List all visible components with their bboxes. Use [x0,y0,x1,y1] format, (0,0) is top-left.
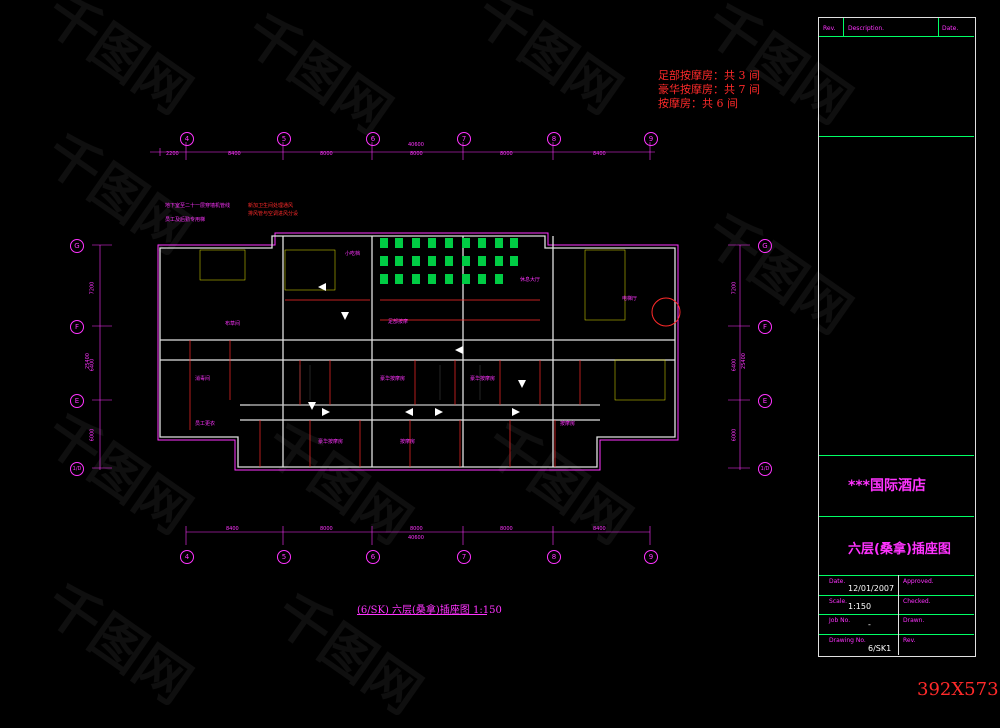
dim-bottom: 8400 [593,526,606,532]
room-label: 小吃档 [345,251,361,257]
tb-drawing-no-value: 6/SK1 [868,644,892,653]
dim-top: 2200 [166,151,179,157]
axis-bubble-right: F [758,320,772,334]
axis-bubble-top: 8 [547,132,561,146]
tb-date-label: Date. [829,578,846,585]
tb-drawing-no-label: Drawing No. [829,637,866,644]
axis-bubble-top: 7 [457,132,471,146]
dim-top: 8000 [410,151,423,157]
axis-bubble-left: 1/D [70,462,84,476]
tb-vline [938,18,939,36]
room-label: 豪华按摩房 [470,376,496,382]
dim-top: 8000 [320,151,333,157]
axis-bubble-left: G [70,239,84,253]
tb-vline [843,18,844,36]
tb-description-label: Description. [848,25,885,32]
tb-scale-label: Scale. [829,598,848,605]
tb-approved-label: Approved. [903,578,934,585]
axis-bubble-top: 9 [644,132,658,146]
tb-date-value: 12/01/2007 [848,584,895,593]
axis-bubble-top: 6 [366,132,380,146]
tb-drawn-label: Drawn. [903,617,925,624]
project-name: ***国际酒店 [848,478,926,494]
axis-bubble-bottom: 8 [547,550,561,564]
room-label: 休息大厅 [520,277,541,283]
dim-left: 7200 [89,281,96,295]
dim-bottom: 8000 [320,526,333,532]
tb-job-label: Job No. [829,617,851,624]
tb-rev-label-2: Rev. [903,637,916,644]
dim-top: 8000 [500,151,513,157]
axis-bubble-bottom: 7 [457,550,471,564]
axis-bubble-top: 4 [180,132,194,146]
axis-bubble-top: 5 [277,132,291,146]
note-staff-stair: 员工及后勤专用梯 [165,217,206,223]
dim-top-total: 40600 [408,142,424,148]
dim-right: 6000 [731,428,738,442]
axis-bubble-right: 1/D [758,462,772,476]
axis-bubble-bottom: 9 [644,550,658,564]
axis-bubble-left: E [70,394,84,408]
title-block [818,17,976,657]
tb-divider [819,455,974,456]
dim-left-total: 25400 [84,353,91,369]
dim-top: 8400 [593,151,606,157]
dim-bottom-total: 40600 [408,535,424,541]
legend-massage: 按摩房：共 6 间 [658,97,738,110]
dim-bottom: 8000 [500,526,513,532]
size-stamp: 392X573 [917,679,999,700]
axis-bubble-left: F [70,320,84,334]
axis-bubble-bottom: 4 [180,550,194,564]
axis-bubble-right: G [758,239,772,253]
dim-bottom: 8000 [410,526,423,532]
tb-divider [819,36,974,37]
drawing-title: 六层(桑拿)插座图 [848,542,951,557]
tb-divider [819,634,974,635]
axis-bubble-bottom: 6 [366,550,380,564]
tb-scale-value: 1:150 [848,602,872,611]
legend-foot-massage: 足部按摩房：共 3 间 [658,69,760,82]
room-label: 消毒间 [195,376,211,382]
room-label: 员工更衣 [195,421,216,427]
room-label: 按摩房 [560,421,576,427]
room-label: 足部按摩 [388,319,409,325]
dim-top: 8400 [228,151,241,157]
room-label: 布草间 [225,321,241,327]
dim-right-total: 25400 [740,353,747,369]
room-label: 电梯厅 [622,296,638,302]
dim-bottom: 8400 [226,526,239,532]
dim-left: 6000 [89,428,96,442]
tb-checked-label: Checked. [903,598,931,605]
tb-date-header-label: Date. [942,25,959,32]
tb-divider [819,516,974,517]
axis-bubble-bottom: 5 [277,550,291,564]
floor-plan [92,142,750,545]
caption-underline [357,614,487,615]
tb-divider [819,136,974,137]
tb-job-value: - [868,620,871,629]
tb-divider [819,614,974,615]
tb-divider [819,595,974,596]
room-label: 豪华按摩房 [318,439,344,445]
axis-bubble-right: E [758,394,772,408]
legend-luxury-massage: 豪华按摩房：共 7 间 [658,83,760,96]
tb-rev-label: Rev. [823,25,836,32]
room-label: 豪华按摩房 [380,376,406,382]
drawing-caption: (6/SK) 六层(桑拿)插座图 1:150 [357,605,502,616]
dim-right: 6400 [731,358,738,372]
note-exhaust: 排风管与空调进风分设 [248,211,299,217]
note-shaft: 地下室至二十一层穿墙机管线 [165,203,231,209]
tb-vline [898,575,899,655]
note-ventilation: 新加卫生间处理通风 [248,203,294,209]
tb-divider [819,575,974,576]
dim-right: 7200 [731,281,738,295]
room-label: 按摩房 [400,439,416,445]
